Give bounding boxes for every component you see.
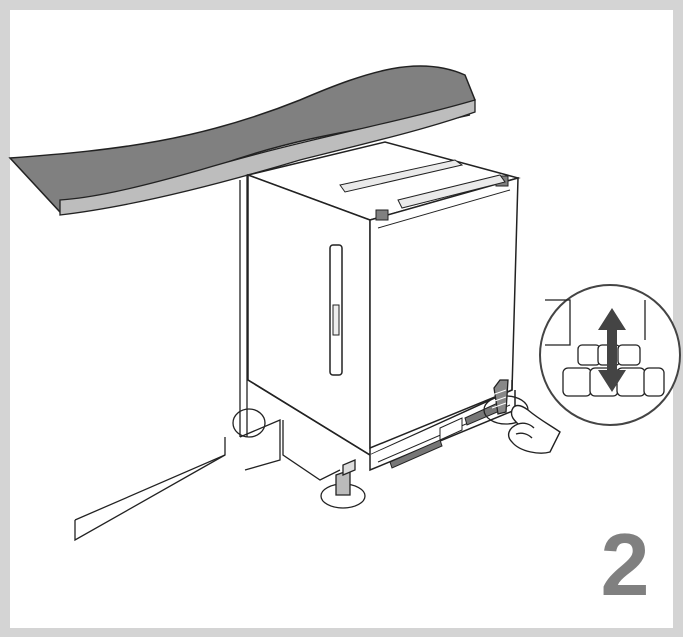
step-number: 2 <box>600 515 650 614</box>
hinge-left <box>375 209 389 221</box>
up-down-arrow-icon <box>598 308 626 392</box>
rear-foot-marker <box>232 408 266 438</box>
fridge-side <box>247 173 371 457</box>
mounting-bracket <box>339 159 464 193</box>
hand-icon <box>507 404 561 454</box>
floor-lines <box>74 175 341 542</box>
fridge <box>245 141 521 472</box>
front-foot <box>320 459 366 509</box>
detail-magnifier <box>539 284 681 426</box>
vent-grille <box>389 439 443 469</box>
fridge-plinth <box>247 379 513 456</box>
countertop <box>8 65 476 216</box>
